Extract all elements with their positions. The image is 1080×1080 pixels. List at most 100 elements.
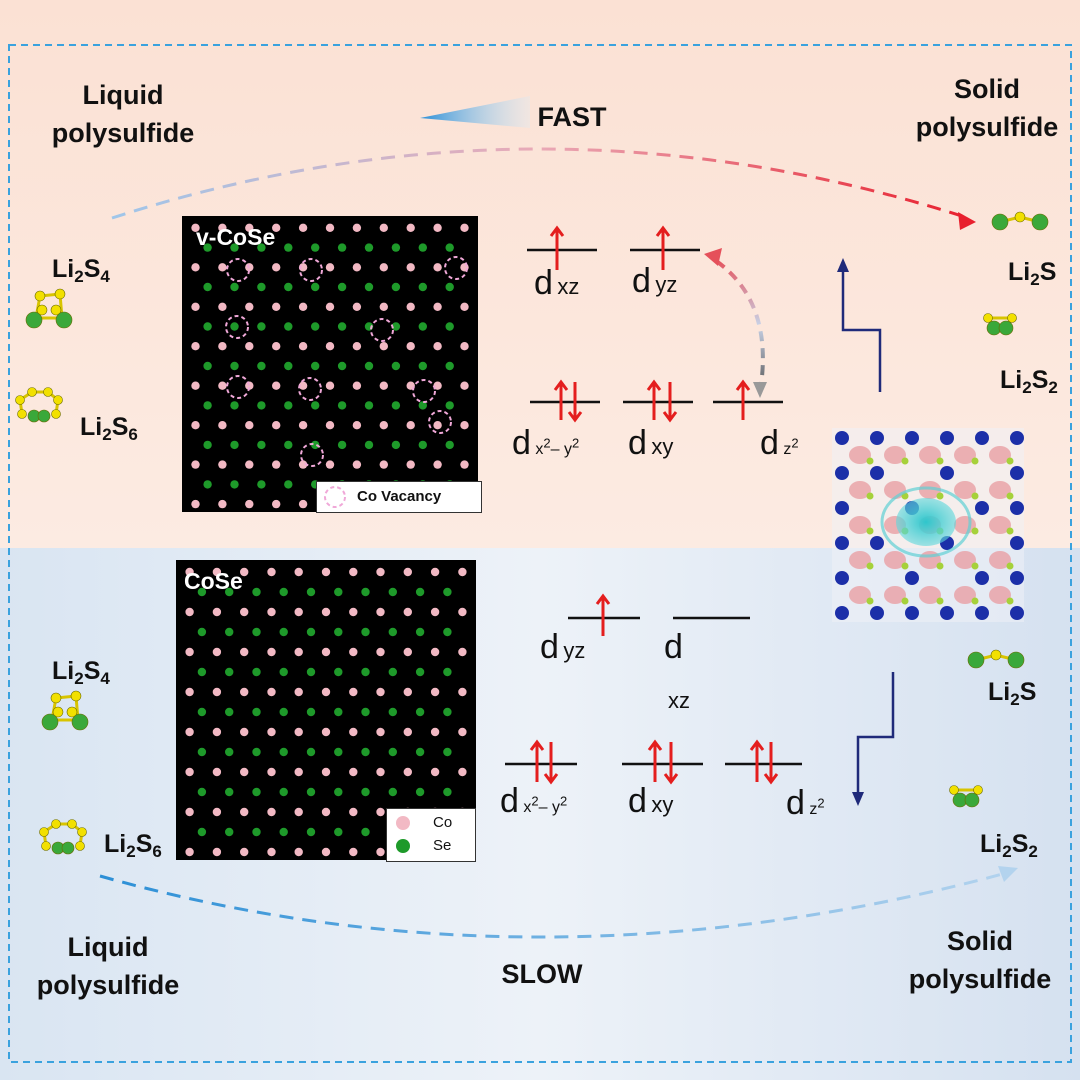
sulfur-atom — [15, 395, 25, 405]
co-atom — [460, 302, 469, 311]
vacancy-marker — [226, 258, 250, 282]
sulfur-atom — [34, 290, 46, 302]
se-atom — [391, 322, 401, 331]
se-atom — [230, 361, 239, 371]
co-atom — [245, 381, 254, 390]
v-cose-title: v-CoSe — [196, 224, 276, 250]
lithium-atom — [41, 713, 59, 731]
se-atom — [230, 480, 239, 489]
co-atom — [376, 567, 385, 577]
co-atom — [272, 460, 281, 469]
orbital-label-dxz-top: d xz — [534, 264, 580, 302]
co-atom — [835, 606, 849, 620]
se-atom — [257, 322, 266, 331]
lithium-atom — [967, 651, 985, 669]
se-atom — [1006, 527, 1014, 535]
vacancy-marker — [412, 379, 436, 403]
co-atom — [460, 223, 469, 232]
se-atom — [866, 527, 874, 535]
co-atom — [376, 847, 385, 857]
co-atom — [325, 223, 335, 232]
se-atom — [334, 707, 343, 717]
se-atom — [203, 401, 212, 410]
co-atom — [870, 606, 884, 620]
co-atom — [376, 607, 385, 617]
co-atom — [460, 342, 469, 351]
se-atom — [334, 747, 343, 757]
co-atom — [245, 223, 254, 232]
se-atom — [230, 322, 239, 331]
charge-accumulation — [849, 446, 871, 464]
co-atom — [940, 431, 954, 445]
co-atom — [191, 263, 200, 272]
fast-arrow-head — [958, 212, 976, 230]
co-atom — [325, 342, 335, 351]
co-atom — [267, 647, 276, 657]
fast-gradient-wedge — [420, 96, 530, 128]
co-atom — [379, 342, 388, 351]
co-atom — [218, 263, 227, 272]
se-atom — [257, 401, 266, 410]
vacancy-marker — [370, 318, 394, 342]
co-atom — [403, 607, 412, 617]
co-atom — [835, 501, 849, 515]
se-atom — [364, 401, 374, 410]
orbital-label-xz-bottom: xz — [668, 688, 690, 713]
co-atom — [406, 421, 415, 430]
sulfur-atom — [983, 313, 993, 323]
co-atom — [403, 567, 412, 577]
se-atom — [361, 747, 370, 757]
se-atom — [443, 587, 452, 597]
co-atom — [245, 499, 254, 509]
se-atom — [364, 440, 374, 450]
spin-up-arrow — [553, 379, 569, 420]
sulfur-atom — [1007, 313, 1017, 323]
co-atom — [1010, 431, 1024, 445]
co-atom — [191, 381, 200, 390]
electron-transfer-head — [704, 248, 722, 266]
co-atom — [298, 499, 308, 509]
se-atom — [1006, 597, 1014, 605]
sulfur-atom — [75, 841, 85, 851]
co-atom — [212, 727, 222, 737]
se-atom — [391, 440, 401, 450]
se-atom — [1006, 492, 1014, 500]
co-atom — [458, 607, 467, 617]
co-atom — [218, 342, 227, 351]
sulfur-atom — [39, 827, 49, 837]
se-atom — [306, 707, 316, 717]
se-atom — [361, 667, 370, 677]
spin-up-arrow — [595, 593, 611, 636]
co-atom — [191, 460, 200, 469]
co-atom — [379, 223, 388, 232]
se-atom — [418, 401, 427, 410]
co-atom — [460, 460, 469, 469]
co-atom — [245, 421, 254, 430]
co-atom — [940, 606, 954, 620]
se-atom — [415, 747, 425, 757]
co-atom — [376, 687, 385, 697]
co-atom — [267, 567, 276, 577]
se-atom — [866, 492, 874, 500]
co-atom — [379, 302, 388, 311]
co-atom — [298, 223, 308, 232]
co-atom — [272, 263, 281, 272]
lithium-atom — [37, 409, 51, 423]
co-atom — [349, 607, 358, 617]
co-atom — [349, 807, 358, 817]
li2s-label-top: Li2S — [1008, 258, 1057, 289]
co-atom — [212, 647, 222, 657]
co-atom — [349, 727, 358, 737]
co-atom — [460, 381, 469, 390]
co-atom — [430, 567, 440, 577]
se-atom — [361, 587, 370, 597]
co-atom — [245, 302, 254, 311]
charge-accumulation — [884, 446, 906, 464]
co-atom — [212, 807, 222, 817]
co-atom — [406, 302, 415, 311]
co-atom — [272, 302, 281, 311]
se-atom — [936, 562, 944, 570]
lithium-atom — [25, 311, 43, 329]
sulfur-atom — [50, 692, 62, 704]
